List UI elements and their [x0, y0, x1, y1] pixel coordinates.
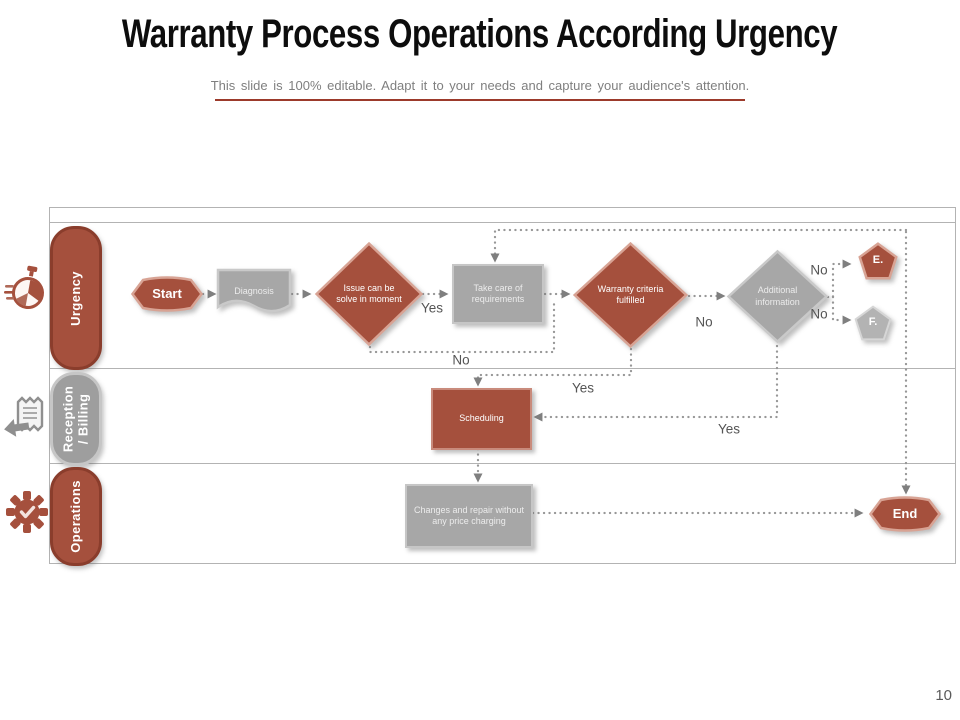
edge-label-issue-no: No	[452, 352, 470, 368]
lane-label: Operations	[67, 480, 83, 553]
node-diagnosis[interactable]: Diagnosis	[216, 268, 292, 314]
pentagon-shape	[859, 243, 897, 279]
node-warranty-decision[interactable]: Warranty criteria fulfilled	[573, 242, 688, 348]
receipt-hand-icon[interactable]	[2, 392, 48, 444]
subtitle-divider	[215, 99, 745, 101]
node-label: Changes and repair without any price cha…	[413, 504, 525, 526]
edge-label-additional-no-e: No	[810, 262, 828, 278]
lane-label: Urgency	[67, 270, 83, 326]
node-label: Scheduling	[459, 413, 504, 424]
terminator-shape	[868, 496, 942, 532]
edge-label-warranty-no: No	[695, 314, 713, 330]
node-label: Take care of requirements	[471, 282, 525, 304]
node-end[interactable]: End	[868, 496, 942, 532]
lane-divider-2	[49, 463, 955, 464]
gear-check-icon[interactable]	[6, 489, 48, 535]
lane-divider-1	[49, 368, 955, 369]
node-take-care[interactable]: Take care of requirements	[452, 264, 544, 324]
node-start[interactable]: Start	[130, 276, 204, 312]
node-connector-f[interactable]: F.	[855, 306, 891, 340]
lane-operations[interactable]: Operations	[50, 467, 102, 566]
edge-label-additional-no-f: No	[810, 306, 828, 322]
slide-subtitle: This slide is 100% editable. Adapt it to…	[210, 78, 750, 93]
node-changes-repair[interactable]: Changes and repair without any price cha…	[405, 484, 533, 548]
diamond-shape	[727, 250, 828, 343]
pentagon-shape	[855, 306, 891, 340]
swimlane-frame	[49, 207, 956, 564]
node-scheduling[interactable]: Scheduling	[431, 388, 532, 450]
lane-reception-billing[interactable]: Reception / Billing	[50, 372, 102, 466]
edge-label-additional-yes: Yes	[717, 421, 741, 437]
terminator-shape	[130, 276, 204, 312]
document-shape	[216, 268, 292, 313]
diamond-shape	[315, 242, 423, 346]
page-number: 10	[935, 687, 952, 704]
node-issue-decision[interactable]: Issue can be solve in moment	[315, 242, 423, 346]
frame-header-line	[49, 222, 955, 223]
lane-label: Reception / Billing	[60, 385, 91, 453]
lane-urgency[interactable]: Urgency	[50, 226, 102, 370]
diamond-shape	[573, 242, 688, 348]
edge-label-warranty-yes: Yes	[571, 380, 595, 396]
node-connector-e[interactable]: E.	[859, 243, 897, 279]
stopwatch-icon[interactable]	[4, 265, 48, 319]
slide-header: Warranty Process Operations According Ur…	[0, 12, 960, 57]
page-title: Warranty Process Operations According Ur…	[122, 12, 838, 56]
edge-label-issue-yes: Yes	[420, 300, 444, 316]
